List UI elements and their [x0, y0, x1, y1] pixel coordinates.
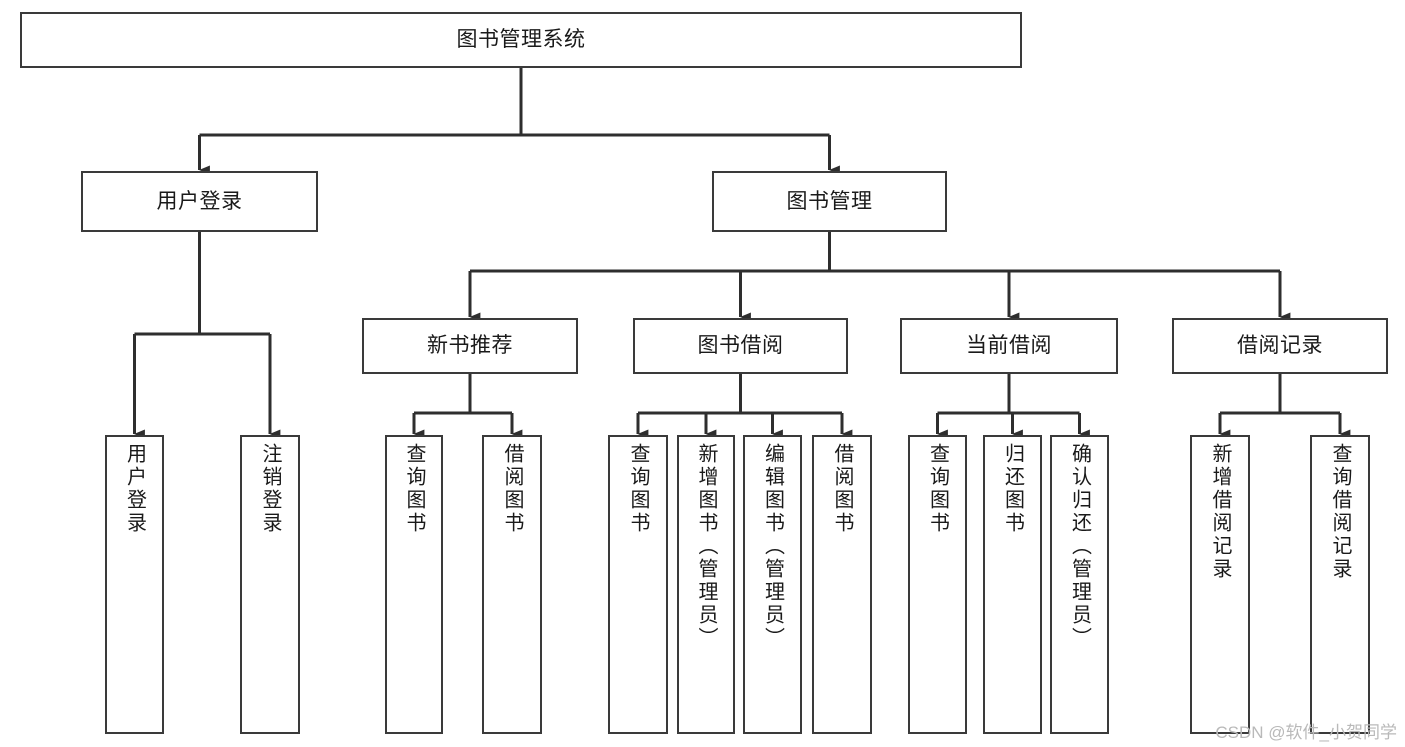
- node-leaf-borrow-book-bw[interactable]: 借阅图书: [812, 435, 872, 734]
- node-book-manage-label: 图书管理: [786, 189, 873, 213]
- node-leaf-add-borrow-record[interactable]: 新增借阅记录: [1190, 435, 1250, 734]
- node-current-borrow-label: 当前借阅: [966, 334, 1052, 358]
- node-leaf-query-borrow-record[interactable]: 查询借阅记录: [1310, 435, 1370, 734]
- node-user-login-label: 用户登录: [156, 189, 243, 213]
- node-leaf-query-book-bw-label: 查询图书: [627, 443, 649, 535]
- node-leaf-query-book-bw[interactable]: 查询图书: [608, 435, 668, 734]
- node-book-manage[interactable]: 图书管理: [712, 171, 947, 232]
- node-leaf-confirm-return[interactable]: 确认归还（管理员）: [1050, 435, 1109, 734]
- node-current-borrow[interactable]: 当前借阅: [900, 318, 1118, 374]
- node-leaf-query-book-cur[interactable]: 查询图书: [908, 435, 967, 734]
- node-leaf-query-book-rec[interactable]: 查询图书: [385, 435, 443, 734]
- watermark: CSDN @软件_小贺同学: [1215, 723, 1397, 742]
- node-leaf-add-book[interactable]: 新增图书（管理员）: [677, 435, 735, 734]
- node-leaf-user-logout-label: 注销登录: [259, 443, 281, 535]
- node-leaf-user-login[interactable]: 用户登录: [105, 435, 164, 734]
- node-leaf-user-logout[interactable]: 注销登录: [240, 435, 300, 734]
- node-leaf-borrow-book-bw-label: 借阅图书: [831, 443, 853, 535]
- node-borrow-record-label: 借阅记录: [1237, 334, 1323, 358]
- node-leaf-add-book-label: 新增图书（管理员）: [695, 443, 717, 650]
- node-new-book-recommend-label: 新书推荐: [427, 334, 513, 358]
- node-leaf-add-borrow-record-label: 新增借阅记录: [1209, 443, 1231, 581]
- node-book-borrow[interactable]: 图书借阅: [633, 318, 848, 374]
- node-leaf-edit-book-label: 编辑图书（管理员）: [761, 443, 784, 650]
- node-leaf-query-borrow-record-label: 查询借阅记录: [1329, 443, 1351, 581]
- node-leaf-return-book[interactable]: 归还图书: [983, 435, 1042, 734]
- node-user-login[interactable]: 用户登录: [81, 171, 318, 232]
- node-leaf-edit-book[interactable]: 编辑图书（管理员）: [743, 435, 802, 734]
- node-borrow-record[interactable]: 借阅记录: [1172, 318, 1388, 374]
- node-leaf-user-login-label: 用户登录: [123, 443, 146, 535]
- node-root-label: 图书管理系统: [456, 28, 586, 52]
- node-leaf-query-book-rec-label: 查询图书: [403, 443, 425, 535]
- node-root[interactable]: 图书管理系统: [20, 12, 1022, 68]
- node-leaf-confirm-return-label: 确认归还（管理员）: [1068, 443, 1091, 650]
- node-leaf-borrow-book-rec-label: 借阅图书: [501, 443, 523, 535]
- node-book-borrow-label: 图书借阅: [697, 334, 784, 358]
- node-leaf-query-book-cur-label: 查询图书: [926, 443, 949, 535]
- node-leaf-borrow-book-rec[interactable]: 借阅图书: [482, 435, 542, 734]
- node-new-book-recommend[interactable]: 新书推荐: [362, 318, 578, 374]
- node-leaf-return-book-label: 归还图书: [1001, 443, 1024, 535]
